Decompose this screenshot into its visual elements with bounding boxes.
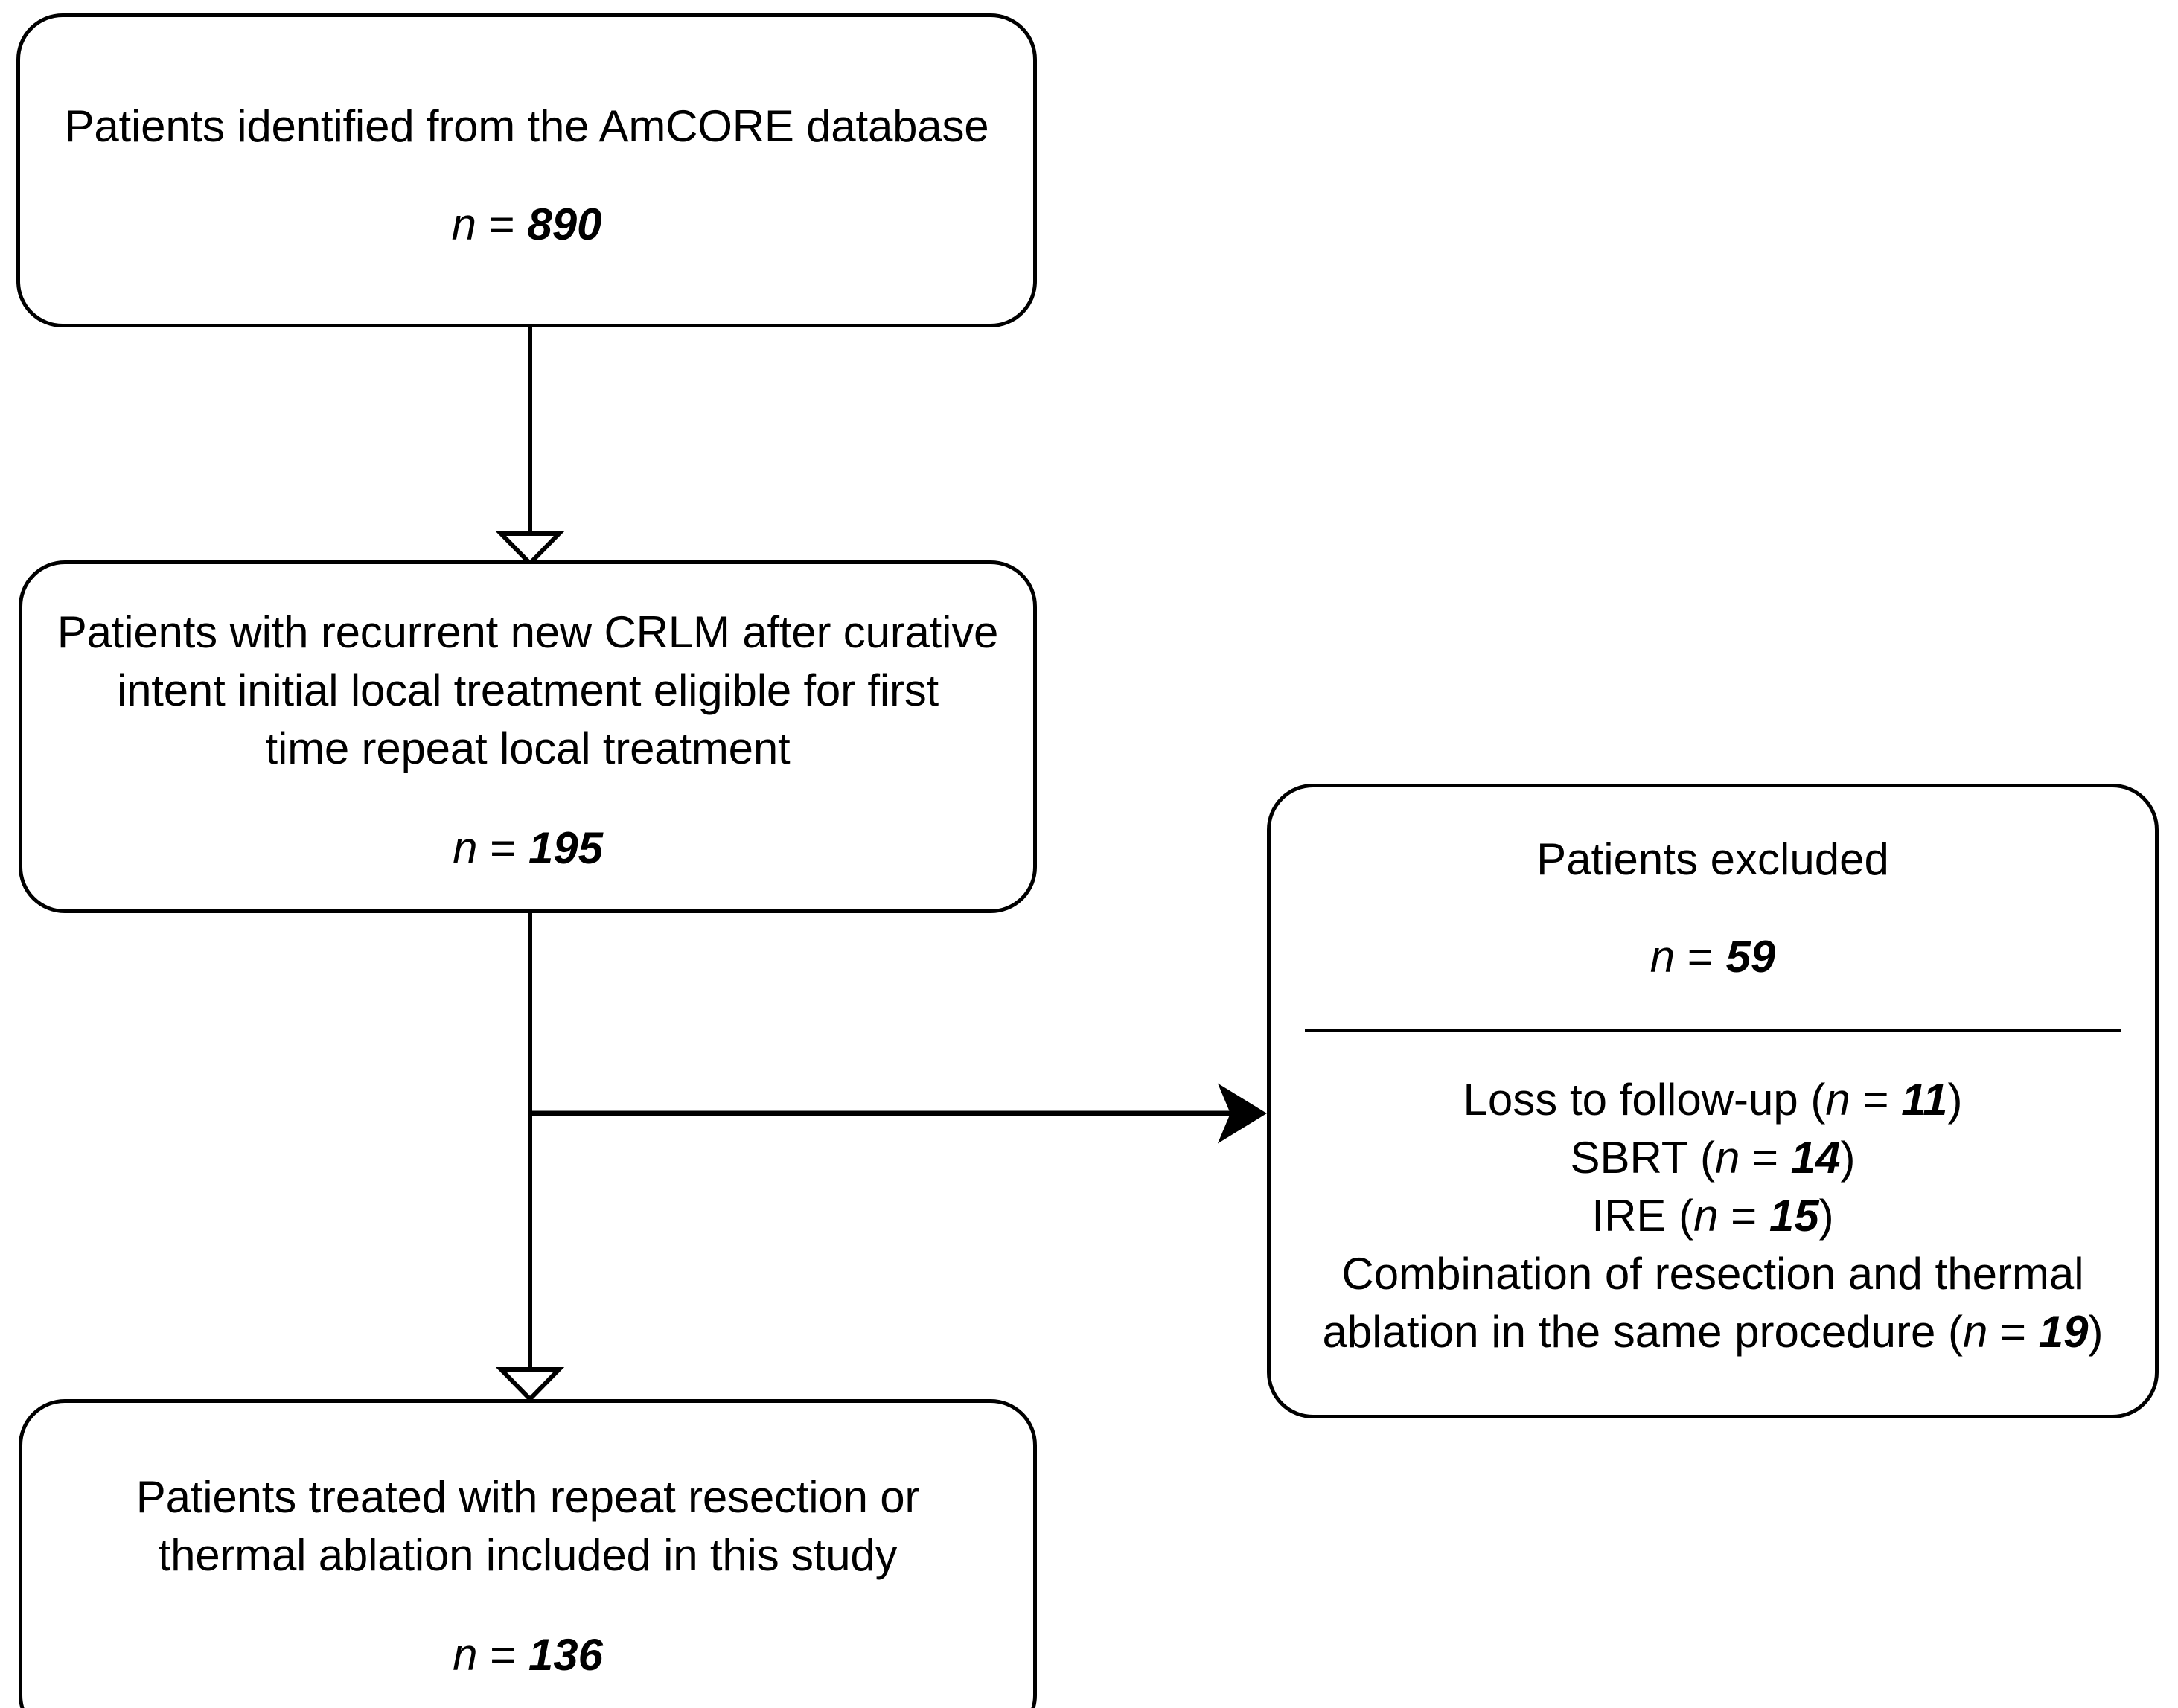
n-equals-sign: = xyxy=(1862,1075,1889,1125)
box-patients-excluded: Patients excluded n = 59 Loss to follow-… xyxy=(1267,784,2159,1418)
exclusion-reason-text: SBRT ( xyxy=(1570,1133,1715,1183)
paren-close: ) xyxy=(1818,1191,1834,1241)
n-label: n xyxy=(453,822,478,873)
n-label: n xyxy=(451,199,476,249)
exclusion-reason-item: Combination of resection and thermal abl… xyxy=(1296,1245,2130,1361)
n-value: 19 xyxy=(2038,1307,2089,1357)
n-value: 14 xyxy=(1790,1133,1841,1183)
n-label: n xyxy=(1650,932,1676,982)
box-patients-included: Patients treated with repeat resection o… xyxy=(19,1399,1037,1708)
n-value: 890 xyxy=(527,199,602,249)
n-equals-sign: = xyxy=(1687,932,1714,982)
box-patients-eligible-text: Patients with recurrent new CRLM after c… xyxy=(57,607,999,773)
n-label: n xyxy=(453,1629,478,1680)
n-value: 59 xyxy=(1725,932,1776,982)
n-label: n xyxy=(1825,1075,1850,1125)
box-patients-identified-count: n = 890 xyxy=(452,199,602,250)
n-value: 195 xyxy=(528,822,603,873)
box-patients-eligible-count: n = 195 xyxy=(453,822,603,874)
box-patients-excluded-title: Patients excluded xyxy=(1536,834,1889,884)
open-triangle-arrowhead-icon xyxy=(495,531,565,567)
exclusion-reason-text: IRE ( xyxy=(1591,1191,1694,1241)
box-patients-identified-text: Patients identified from the AmCORE data… xyxy=(64,100,989,151)
paren-close: ) xyxy=(2088,1307,2104,1357)
exclusion-divider xyxy=(1305,1029,2121,1032)
open-triangle-arrowhead-icon xyxy=(495,1367,565,1403)
n-label: n xyxy=(1715,1133,1740,1183)
n-label: n xyxy=(1963,1307,1988,1357)
paren-close: ) xyxy=(1840,1133,1856,1183)
box-patients-included-text: Patients treated with repeat resection o… xyxy=(135,1471,920,1580)
n-equals-sign: = xyxy=(1731,1191,1757,1241)
n-equals-sign: = xyxy=(1752,1133,1779,1183)
exclusion-reason-text: Combination of resection and thermal abl… xyxy=(1322,1249,2084,1357)
box-patients-included-count: n = 136 xyxy=(453,1629,603,1680)
n-value: 11 xyxy=(1901,1075,1948,1125)
exclusion-reason-text: Loss to follow-up ( xyxy=(1463,1075,1826,1125)
n-equals-sign: = xyxy=(488,199,515,249)
n-equals-sign: = xyxy=(490,822,517,873)
n-value: 15 xyxy=(1769,1191,1819,1241)
exclusion-reasons-list: Loss to follow-up (n = 11) SBRT (n = 14)… xyxy=(1296,1071,2130,1361)
box-patients-eligible: Patients with recurrent new CRLM after c… xyxy=(19,560,1037,913)
paren-close: ) xyxy=(1947,1075,1963,1125)
n-value: 136 xyxy=(528,1629,603,1680)
n-label: n xyxy=(1693,1191,1719,1241)
exclusion-reason-item: IRE (n = 15) xyxy=(1296,1187,2130,1245)
n-equals-sign: = xyxy=(490,1629,517,1680)
exclusion-reason-item: SBRT (n = 14) xyxy=(1296,1129,2130,1187)
n-equals xyxy=(476,199,489,249)
n-equals-sign: = xyxy=(2000,1307,2027,1357)
box-patients-excluded-count: n = 59 xyxy=(1650,931,1776,982)
solid-barb-arrowhead-icon xyxy=(1217,1083,1267,1144)
box-patients-identified: Patients identified from the AmCORE data… xyxy=(16,13,1037,327)
exclusion-reason-item: Loss to follow-up (n = 11) xyxy=(1296,1071,2130,1129)
